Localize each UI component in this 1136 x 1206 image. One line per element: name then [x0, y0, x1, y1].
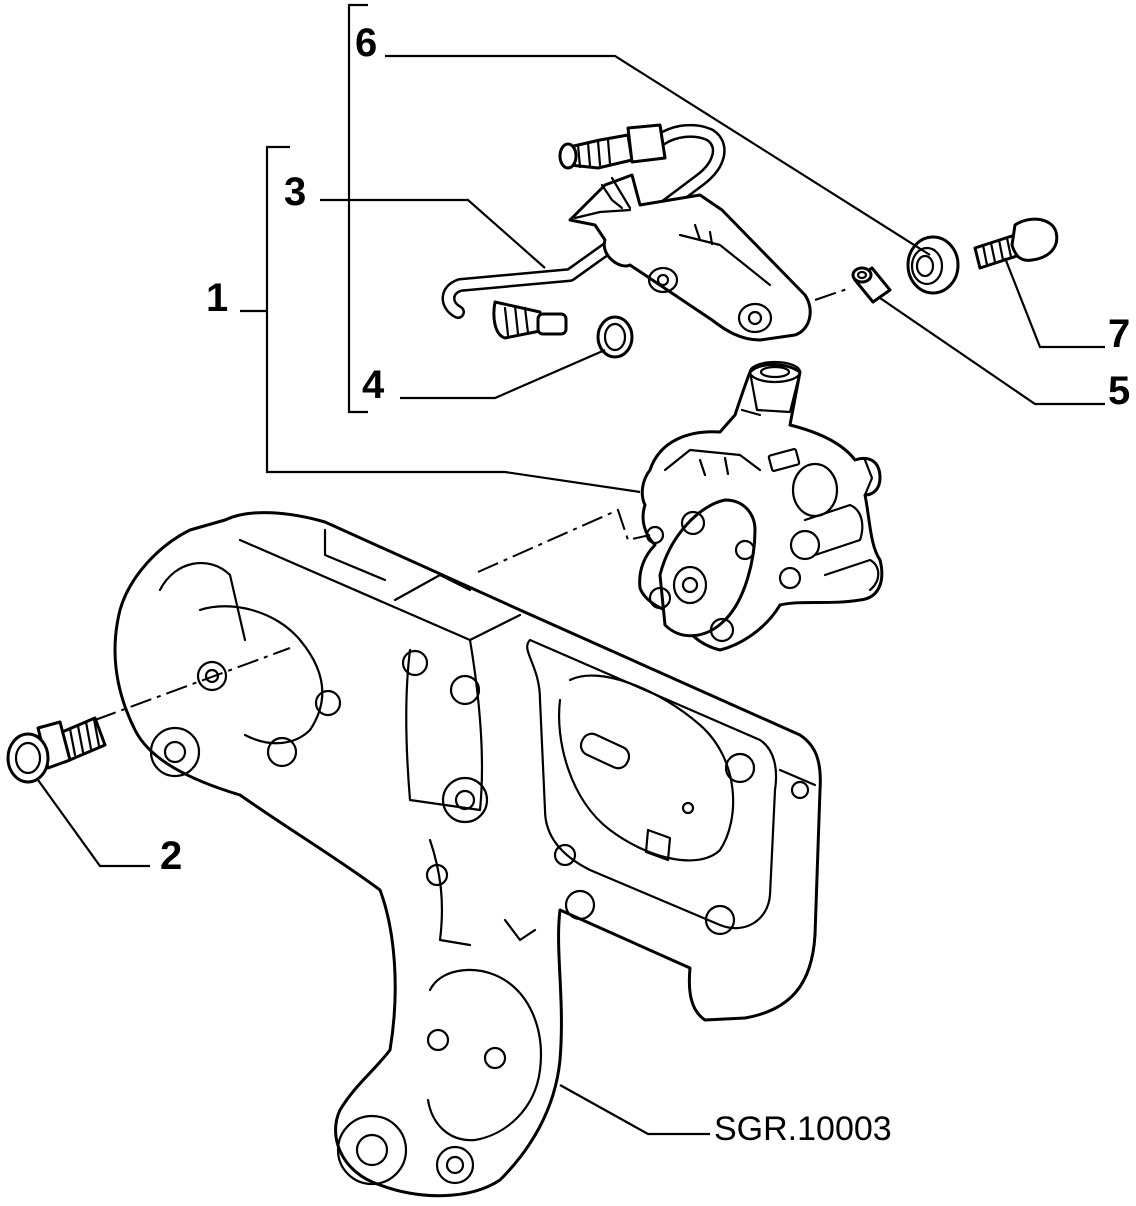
callout-5: 5 — [1108, 369, 1130, 413]
callout-6: 6 — [355, 21, 377, 65]
callout-7: 7 — [1108, 312, 1130, 356]
bolt-axis-line — [94, 647, 291, 721]
callout-2: 2 — [160, 834, 182, 878]
bracket-bolt — [6, 716, 107, 784]
seal-washer — [596, 315, 634, 359]
mounting-screw — [973, 217, 1059, 270]
delivery-pipe — [441, 123, 812, 342]
pump-axis-line — [477, 508, 651, 573]
callout-1: 1 — [206, 276, 228, 320]
callout-3: 3 — [284, 170, 306, 214]
leader-lines — [37, 3, 1105, 1136]
mounting-bracket — [113, 511, 822, 1198]
spacer-bushing — [851, 266, 892, 304]
rubber-mount — [906, 235, 960, 295]
callout-4: 4 — [362, 363, 385, 407]
steering-pump — [638, 360, 884, 652]
reference-code: SGR.10003 — [714, 1110, 892, 1148]
bushing-axis-line — [814, 287, 851, 301]
